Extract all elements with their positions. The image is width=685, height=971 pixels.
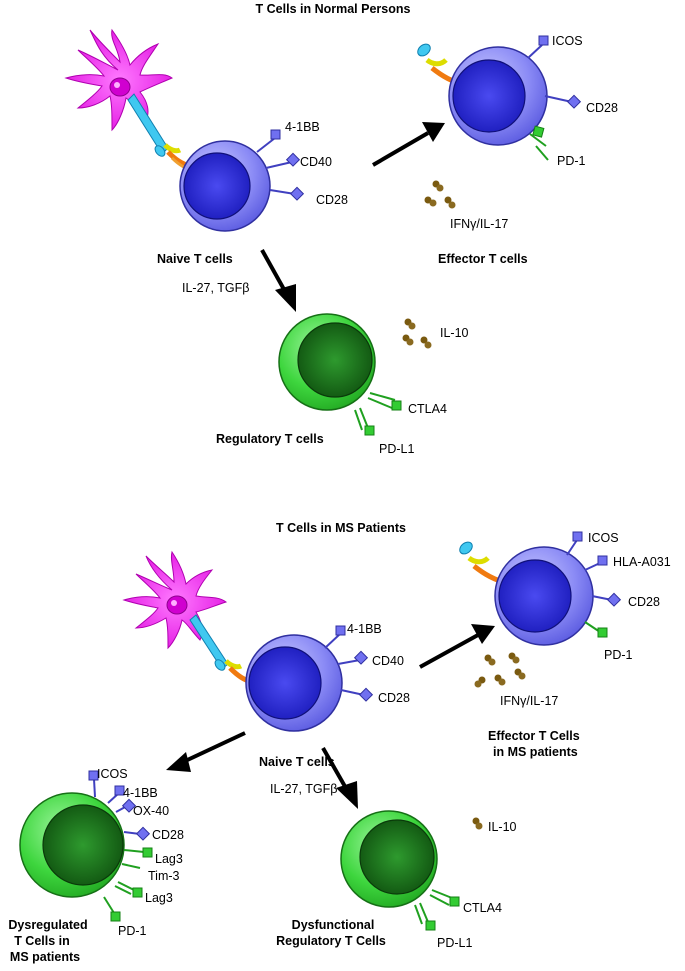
receptor-label: PD-L1 [437,936,472,950]
treg-label-normal: Regulatory T cells [216,432,324,446]
dendritic-cell-ms [122,550,229,671]
receptors-naive-ms [324,625,374,702]
receptor-label: Lag3 [145,891,173,905]
receptor-label: PD-1 [118,924,147,938]
receptors-dysregulated [88,770,153,922]
receptor-label: CTLA4 [408,402,447,416]
dysregulated-label-2: T Cells in [14,934,70,948]
arrowhead [422,122,445,142]
cytokines-treg-normal [402,318,432,349]
receptor-label: 4-1BB [285,120,320,134]
dysfunctional-treg-label-2: Regulatory T Cells [276,934,386,948]
panel-normal-title: T Cells in Normal Persons [256,2,411,16]
treg-signal-label-ms: IL-27, TGFβ [270,782,337,796]
cytokine-label: IFNγ/IL-17 [500,694,558,708]
effector-label-ms-1: Effector T Cells [488,729,580,743]
receptor-label: 4-1BB [123,786,158,800]
receptor-label: 4-1BB [347,622,382,636]
receptors-dysfunctional-treg [414,889,460,931]
arrow-to-effector-ms [419,633,479,669]
arrowhead [275,284,296,312]
receptor-label: CD28 [586,101,618,115]
receptors-naive-normal [256,129,305,201]
receptor-label: ICOS [552,34,583,48]
receptor-label: Tim-3 [148,869,180,883]
receptor-label: OX-40 [133,804,169,818]
regulatory-t-cell-normal [278,313,376,411]
effector-t-cell-ms [494,546,594,646]
arrow-to-effector [371,131,430,167]
receptor-label: PD-1 [604,648,633,662]
receptor-label: Lag3 [155,852,183,866]
panel-ms-title: T Cells in MS Patients [276,521,406,535]
receptor-label: ICOS [588,531,619,545]
receptor-label: CD40 [300,155,332,169]
effector-label-ms-2: in MS patients [493,745,578,759]
cytokine-label: IL-10 [488,820,517,834]
receptor-label: PD-L1 [379,442,414,456]
receptor-label: PD-1 [557,154,586,168]
receptor-label: CD28 [316,193,348,207]
arrowhead [336,781,358,809]
dysregulated-label-1: Dysregulated [8,918,87,932]
cytokine-label: IFNγ/IL-17 [450,217,508,231]
naive-t-cell-normal [179,140,271,232]
dysfunctional-regulatory-t-cell [340,810,438,908]
receptor-label: CD28 [378,691,410,705]
arrow-to-dysfunctional-treg [321,747,349,791]
cytokines-effector-ms [474,652,526,688]
receptor-label: CD28 [628,595,660,609]
receptor-label: CTLA4 [463,901,502,915]
effector-label-normal: Effector T cells [438,252,528,266]
receptors-treg-normal [354,392,402,436]
arrowhead [471,624,495,644]
cytokine-label: IL-10 [440,326,469,340]
receptors-effector-ms [566,531,622,638]
cytokines-effector-normal [424,180,456,209]
dysfunctional-treg-label-1: Dysfunctional [292,918,375,932]
receptor-label: CD40 [372,654,404,668]
arrow-to-dysregulated [182,731,246,764]
receptor-label: CD28 [152,828,184,842]
effector-t-cell-normal [448,46,548,146]
naive-label-normal: Naive T cells [157,252,233,266]
treg-signal-label: IL-27, TGFβ [182,281,249,295]
cytokines-dysfunctional-treg [472,817,483,830]
arrow-to-treg [260,249,288,294]
dysregulated-label-3: MS patients [10,950,80,964]
dysregulated-t-cell [19,792,125,898]
receptors-effector-normal [527,35,582,161]
naive-t-cell-ms [245,634,343,732]
receptor-label: ICOS [97,767,128,781]
naive-label-ms: Naive T cells [259,755,335,769]
receptor-label: HLA-A031 [613,555,671,569]
dendritic-cell-normal [64,28,173,157]
arrowhead [166,752,191,772]
